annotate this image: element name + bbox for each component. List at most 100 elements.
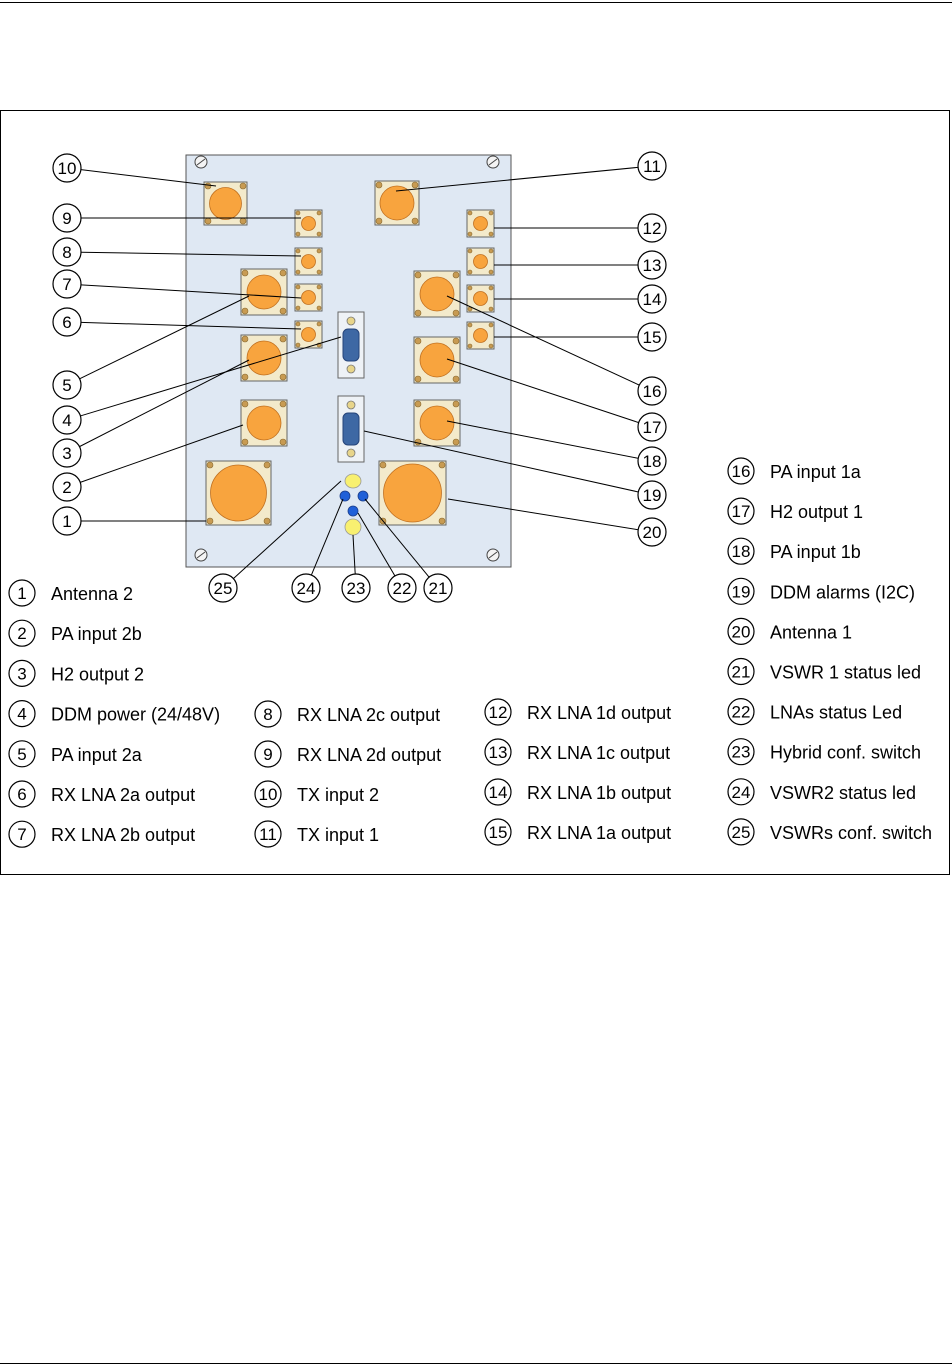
legend-label: DDM alarms (I2C) (770, 582, 915, 602)
leader-line-22 (357, 512, 396, 577)
ddm-power-dsub-connector (337, 311, 365, 379)
legend-label: RX LNA 1a output (527, 823, 671, 843)
legend-number: 14 (489, 783, 508, 802)
legend-label: DDM power (24/48V) (51, 705, 220, 725)
callout-20: 20 (637, 517, 667, 547)
legend-circle (484, 778, 512, 806)
legend-number: 20 (732, 622, 751, 641)
mounting-hole (263, 461, 271, 469)
connector-socket (301, 254, 316, 269)
legend-label: H2 output 2 (51, 664, 144, 684)
callout-24: 24 (291, 573, 321, 603)
legend-label: RX LNA 2a output (51, 785, 195, 805)
mounting-hole (295, 248, 301, 254)
legend-label: VSWRs conf. switch (770, 823, 932, 843)
tx-input-2-connector (203, 181, 248, 226)
callout-circle (637, 322, 667, 352)
legend-circle (727, 697, 755, 726)
callout-circle (637, 517, 667, 547)
mounting-hole (414, 438, 422, 446)
legend-circle (254, 740, 282, 768)
leader-line-8 (80, 251, 302, 257)
mounting-hole (206, 461, 214, 469)
screw-icon (194, 548, 208, 562)
screw-slot (488, 551, 498, 559)
mounting-hole (295, 305, 301, 311)
leader-line-24 (310, 498, 344, 576)
legend-number: 11 (259, 825, 277, 844)
mounting-hole (204, 182, 212, 190)
callout-number: 24 (297, 579, 316, 598)
legend-label: TX input 2 (297, 785, 379, 805)
dsub-screw (346, 400, 356, 410)
vswr2-status-led (339, 490, 351, 502)
mounting-hole (452, 337, 460, 345)
callout-14: 14 (637, 284, 667, 314)
legend-number: 24 (732, 783, 751, 802)
callout-number: 2 (62, 478, 71, 497)
callout-number: 23 (347, 579, 366, 598)
legend-number: 10 (259, 785, 278, 804)
legend-circle (727, 778, 755, 806)
mounting-hole (279, 307, 287, 315)
connector-socket (473, 291, 488, 306)
callout-number: 3 (62, 444, 71, 463)
mounting-hole (467, 269, 473, 275)
callout-number: 4 (62, 411, 71, 430)
callout-circle (637, 250, 667, 280)
mounting-hole (452, 438, 460, 446)
mounting-hole (488, 306, 494, 312)
callout-19: 19 (637, 480, 667, 510)
legend-number: 21 (732, 663, 751, 682)
legend-label: VSWR2 status led (770, 783, 916, 803)
leader-line-6 (80, 321, 302, 330)
legend-circle (8, 659, 36, 688)
mounting-hole (241, 335, 249, 343)
mounting-hole (295, 342, 301, 348)
legend-circle (727, 657, 755, 686)
callout-16: 16 (637, 376, 667, 406)
callout-circle (52, 203, 82, 233)
leader-line-25 (233, 480, 342, 579)
callout-number: 16 (643, 382, 662, 401)
legend-number: 22 (732, 703, 751, 722)
legend-circle (484, 738, 512, 766)
mounting-hole (411, 217, 419, 225)
callout-circle (52, 370, 82, 400)
leader-line-20 (447, 498, 639, 531)
callout-number: 21 (429, 579, 448, 598)
screw-icon (194, 155, 208, 169)
callout-circle (52, 269, 82, 299)
mounting-hole (241, 269, 249, 277)
rx-lna-1b-connector (466, 284, 495, 313)
callout-number: 6 (62, 313, 71, 332)
mounting-hole (467, 210, 473, 216)
legend-circle (8, 780, 36, 808)
leader-line-18 (446, 420, 639, 459)
callout-number: 19 (643, 486, 662, 505)
mounting-hole (452, 309, 460, 317)
connector-socket (246, 274, 282, 310)
callout-number: 7 (62, 275, 71, 294)
callout-circle (637, 480, 667, 510)
connector-socket (473, 216, 488, 231)
mounting-hole (206, 517, 214, 525)
leader-line-17 (446, 358, 639, 424)
antenna-1-connector (378, 460, 447, 526)
callout-circle (423, 573, 453, 603)
legend-circle (254, 820, 282, 848)
legend-circle (8, 619, 36, 647)
leader-line-10 (80, 169, 217, 187)
leader-line-19 (363, 430, 639, 493)
